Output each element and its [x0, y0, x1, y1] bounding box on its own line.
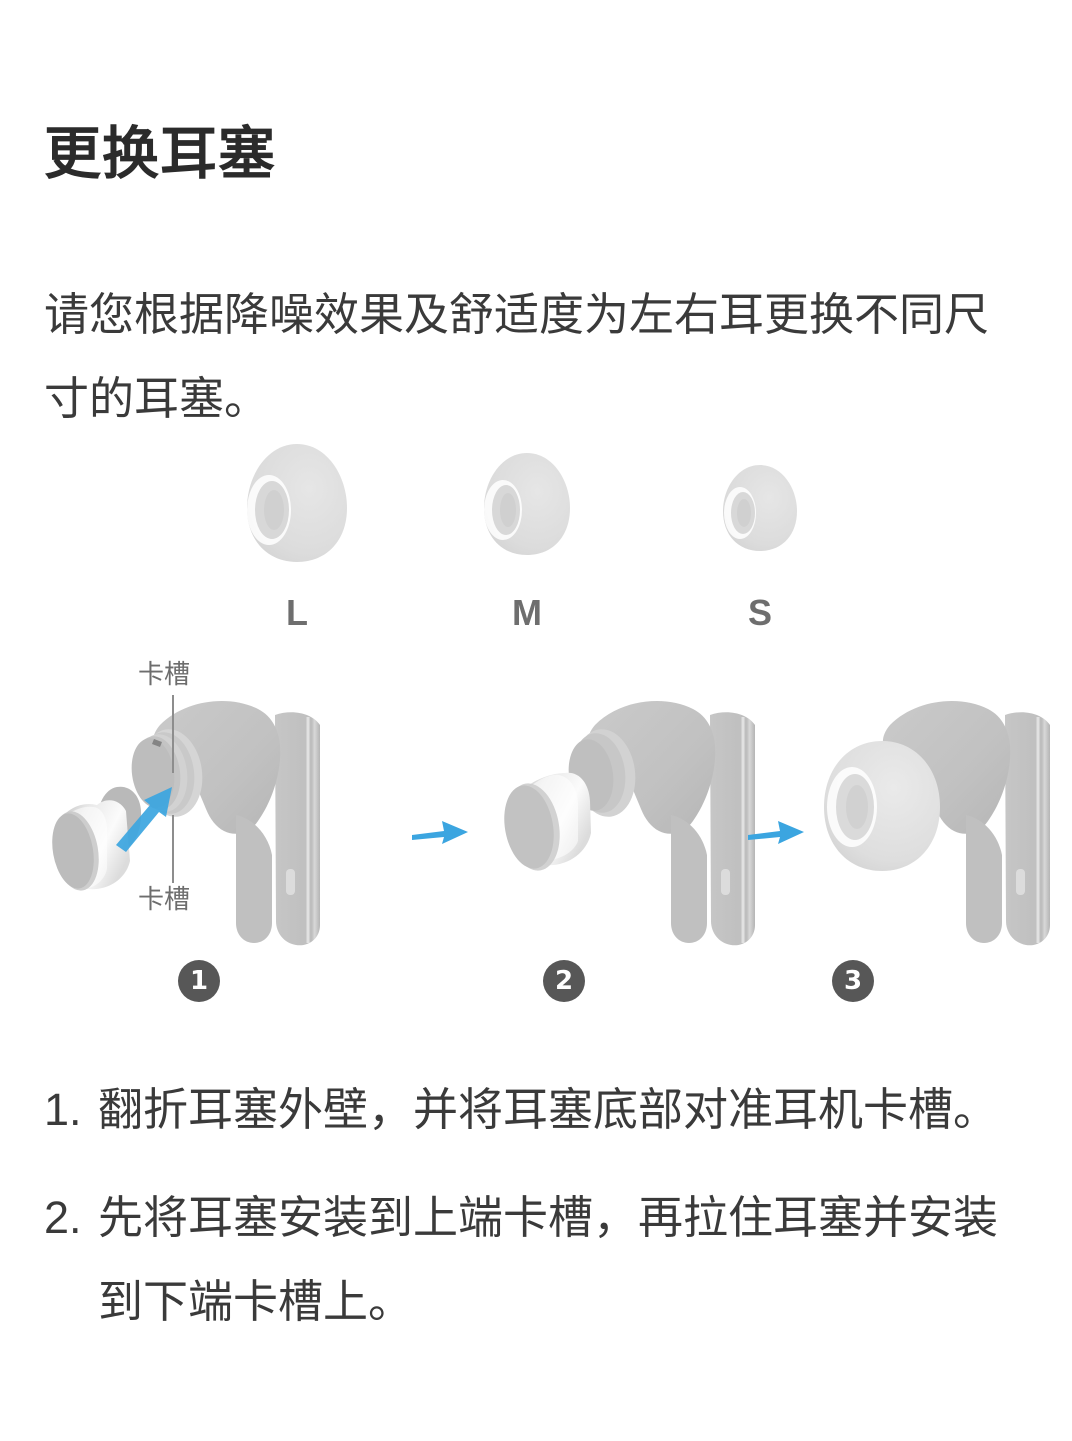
ear-tip-size-large: L	[212, 438, 382, 638]
diagram-step-3: 3	[790, 655, 1072, 1015]
ear-tip-label-medium: M	[512, 592, 542, 633]
installation-diagram: 卡槽 卡槽 1	[0, 655, 1072, 1015]
diagram-step-1: 卡槽 卡槽 1	[20, 655, 380, 1015]
ear-tip-label-large: L	[286, 592, 308, 633]
ear-tip-size-row: L M	[0, 438, 1072, 638]
instruction-list: 1. 翻折耳塞外壁，并将耳塞底部对准耳机卡槽。 2. 先将耳塞安装到上端卡槽，再…	[44, 1068, 1034, 1368]
instruction-item-1: 1. 翻折耳塞外壁，并将耳塞底部对准耳机卡槽。	[44, 1068, 1034, 1152]
slot-label-top: 卡槽	[138, 659, 191, 689]
instruction-marker-1: 1.	[44, 1084, 82, 1135]
instruction-text-1: 翻折耳塞外壁，并将耳塞底部对准耳机卡槽。	[98, 1084, 999, 1135]
earbud-illustration-step1	[52, 701, 320, 946]
slot-leader-line-bottom	[172, 815, 174, 883]
step-badge-3: 3	[832, 960, 874, 1002]
earbud-illustration-step3	[824, 701, 1050, 946]
instruction-text-2: 先将耳塞安装到上端卡槽，再拉住耳塞并安装到下端卡槽上。	[98, 1192, 999, 1327]
connector-arrow-1	[412, 815, 470, 849]
ear-tip-icon-small	[719, 460, 801, 556]
earbud-illustration-step2	[504, 701, 755, 946]
diagram-step-2: 2	[455, 655, 815, 1015]
connector-arrow-2	[748, 815, 806, 849]
instruction-item-2: 2. 先将耳塞安装到上端卡槽，再拉住耳塞并安装到下端卡槽上。	[44, 1176, 1034, 1344]
ear-tip-icon-medium	[479, 448, 575, 560]
ear-tip-size-small: S	[675, 438, 845, 638]
slot-label-bottom: 卡槽	[138, 884, 191, 914]
slot-leader-line-top	[172, 695, 174, 773]
intro-paragraph: 请您根据降噪效果及舒适度为左右耳更换不同尺寸的耳塞。	[44, 289, 990, 424]
step-badge-2: 2	[543, 960, 585, 1002]
step-badge-1: 1	[178, 960, 220, 1002]
instruction-marker-2: 2.	[44, 1192, 82, 1243]
page-title: 更换耳塞	[44, 122, 276, 187]
ear-tip-icon-large	[241, 438, 353, 568]
ear-tip-size-medium: M	[442, 438, 612, 638]
ear-tip-label-small: S	[747, 592, 772, 633]
